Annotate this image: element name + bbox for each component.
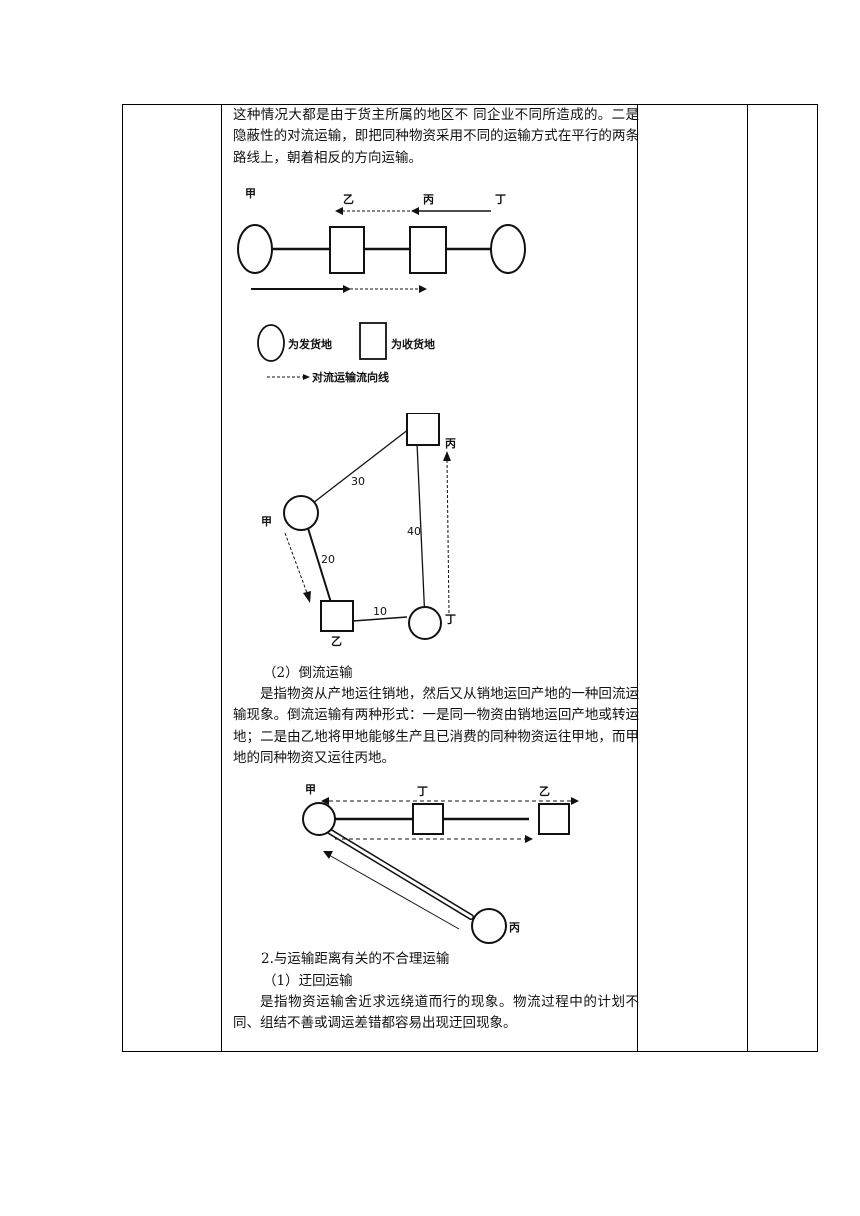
node-ding — [412, 803, 444, 836]
node-yi — [538, 803, 570, 836]
arrowhead-icon — [419, 284, 427, 293]
arrowhead-icon — [525, 835, 533, 844]
arrowhead-icon — [571, 797, 579, 806]
distance-label: 30 — [351, 475, 365, 488]
distance-label: 40 — [407, 525, 421, 538]
route-line-inner — [327, 829, 473, 919]
label-bing: 丙 — [423, 193, 434, 206]
label-bing: 丙 — [445, 437, 456, 450]
heading-distance: 2.与运输距离有关的不合理运输 — [261, 951, 450, 968]
route-line — [352, 616, 408, 622]
legend-arrow-label: 对流运输流向线 — [312, 370, 389, 384]
page-table: 这种情况大都是由于货主所属的地区不 同企业不同所造成的。二是隐蔽性的对流运输，即… — [122, 104, 818, 1052]
content-cell: 这种情况大都是由于货主所属的地区不 同企业不同所造成的。二是隐蔽性的对流运输，即… — [229, 105, 643, 1051]
paragraph-backflow: 是指物资从产地运往销地，然后又从销地运回产地的一种回流运输现象。倒流运输有两种形… — [233, 686, 639, 767]
route-line — [312, 428, 410, 504]
destination-square — [409, 225, 447, 274]
node-bing — [471, 908, 507, 945]
route-line — [306, 524, 334, 610]
label-yi: 乙 — [331, 635, 342, 648]
label-jia: 甲 — [261, 515, 272, 528]
paragraph-detour: 是指物资运输舍近求远绕道而行的现象。物流过程中的计划不同、组结不善或调运差错都容… — [233, 993, 639, 1032]
arrowhead-icon — [303, 590, 311, 603]
node-jia — [283, 494, 319, 531]
legend-circle-label: 为发货地 — [288, 337, 332, 351]
label-jia: 甲 — [245, 187, 256, 200]
label-ding: 丁 — [417, 785, 428, 798]
label-bing: 丙 — [509, 921, 520, 934]
flow-arrow — [446, 458, 450, 613]
node-ding — [408, 605, 442, 640]
legend-square-icon — [359, 321, 387, 360]
distance-label: 20 — [321, 553, 335, 566]
backflow-diagram: 甲 丁 乙 丙 — [302, 783, 579, 945]
table-column-divider — [221, 105, 222, 1051]
node-bing — [406, 412, 440, 446]
cross-transport-diagram: 甲 乙 丙 丁 为发货地 为收货地 — [237, 187, 526, 384]
label-ding: 丁 — [495, 193, 506, 206]
arrowhead-icon — [335, 206, 343, 215]
label-yi: 乙 — [539, 785, 550, 798]
heading-backflow: （2）倒流运输 — [263, 664, 353, 681]
label-ding: 丁 — [445, 613, 456, 626]
heading-detour: （1）迂回运输 — [263, 972, 353, 989]
node-jia — [302, 802, 336, 837]
origin-circle — [237, 223, 273, 274]
flow-arrow — [328, 854, 460, 930]
detour-network-diagram: 30 40 20 10 甲 乙 丙 丁 — [261, 412, 456, 648]
arrowhead-icon — [321, 797, 329, 806]
route-line — [416, 442, 426, 621]
table-column-divider — [637, 105, 638, 1051]
label-jia: 甲 — [305, 783, 316, 796]
origin-circle — [490, 223, 526, 274]
label-yi: 乙 — [343, 193, 354, 206]
distance-label: 10 — [373, 605, 387, 618]
legend-square-label: 为收货地 — [391, 337, 435, 351]
table-column-divider — [747, 105, 748, 1051]
flow-arrow — [284, 532, 308, 594]
destination-square — [329, 225, 365, 274]
arrowhead-icon — [443, 450, 451, 461]
legend-circle-icon — [257, 323, 285, 362]
arrowhead-icon — [323, 851, 333, 860]
paragraph-cross-transport: 这种情况大都是由于货主所属的地区不 同企业不同所造成的。二是隐蔽性的对流运输，即… — [233, 107, 639, 166]
node-yi — [320, 599, 354, 632]
arrowhead-icon — [303, 373, 310, 380]
